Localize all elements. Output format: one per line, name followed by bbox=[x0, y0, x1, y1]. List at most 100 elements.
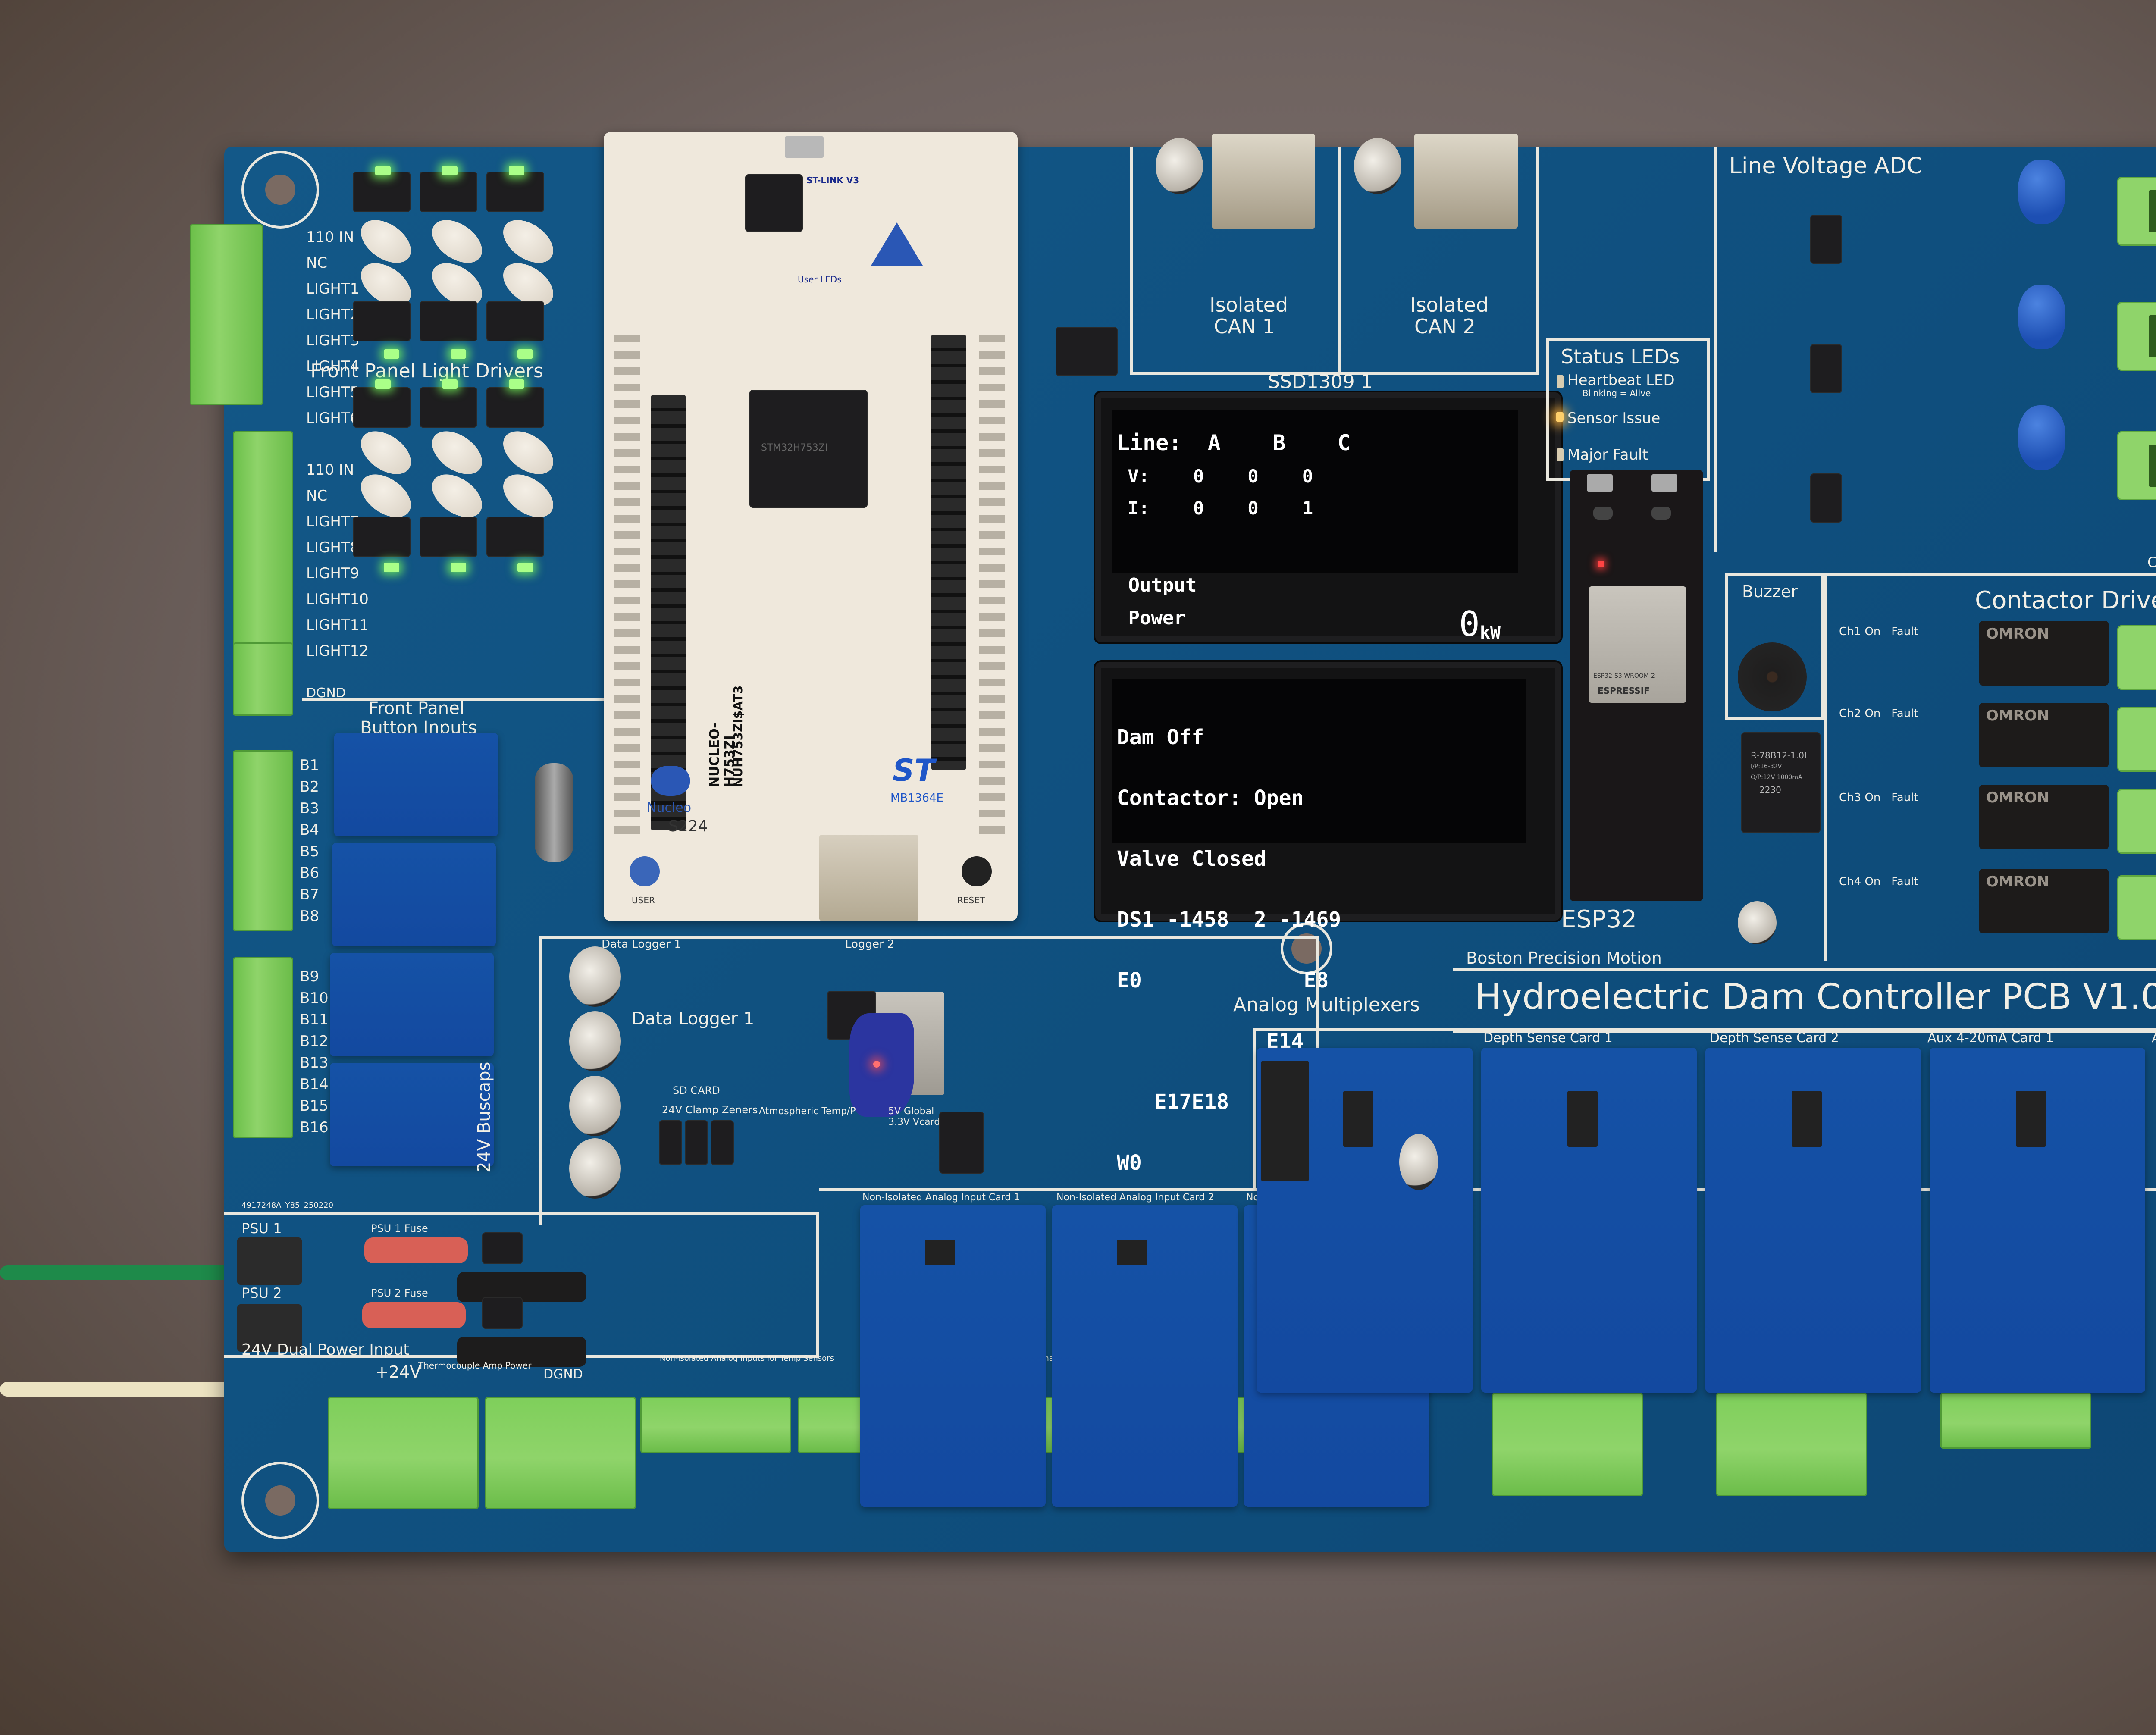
terminal-block-dgnd-bottom[interactable] bbox=[485, 1397, 636, 1509]
terminal-block-24v[interactable] bbox=[328, 1397, 479, 1509]
oled-2-line: E17E18 bbox=[1117, 1090, 1229, 1114]
optocoupler bbox=[487, 302, 543, 341]
ssd1309-label: SSD1309 1 bbox=[1268, 371, 1373, 393]
psu1-blade-fuse[interactable] bbox=[364, 1237, 468, 1263]
user-button[interactable] bbox=[630, 856, 660, 886]
psu1-connector[interactable] bbox=[237, 1237, 302, 1285]
button-input-module-2 bbox=[332, 843, 496, 946]
line-fuse-b[interactable] bbox=[2117, 302, 2156, 371]
zener-3 bbox=[711, 1121, 733, 1164]
oled-1-power-value: 0 bbox=[1459, 604, 1480, 644]
green-alligator-wire bbox=[0, 1265, 241, 1280]
line-fuse-c[interactable] bbox=[2117, 431, 2156, 500]
terminal-block-buttons-1[interactable] bbox=[233, 750, 293, 931]
psu2-blade-fuse[interactable] bbox=[362, 1302, 466, 1328]
optocoupler bbox=[487, 172, 543, 211]
can2-rj45-jack[interactable] bbox=[1414, 134, 1518, 229]
vglobal-label-2: 3.3V Vcard bbox=[888, 1117, 940, 1127]
terminal-block-lights-2[interactable] bbox=[233, 431, 293, 647]
relay-ch3: OMRON bbox=[1979, 785, 2109, 849]
zener-1 bbox=[660, 1121, 681, 1164]
analog-mux-label: Analog Multiplexers bbox=[1233, 994, 1420, 1016]
user-button-label: USER bbox=[632, 895, 655, 905]
esp32-usb-port[interactable] bbox=[1587, 474, 1613, 492]
analog-card-2-label: Non-Isolated Analog Input Card 2 bbox=[1056, 1192, 1214, 1203]
dgnd-bottom-label: DGND bbox=[543, 1367, 583, 1382]
analog-card-1-label: Non-Isolated Analog Input Card 1 bbox=[862, 1192, 1020, 1203]
terminal-block-ax4-6[interactable] bbox=[1940, 1393, 2091, 1449]
psu2-connector[interactable] bbox=[237, 1304, 302, 1352]
contactor-fuse-ch4[interactable] bbox=[2117, 875, 2156, 940]
optocoupler bbox=[354, 302, 410, 341]
button-inputs-title-1: Front Panel bbox=[369, 698, 464, 718]
light-led-l3 bbox=[509, 166, 524, 175]
vcard-regulator bbox=[940, 1112, 983, 1173]
plus24v-label: +24V bbox=[375, 1362, 421, 1381]
can1-label-2: CAN 1 bbox=[1214, 315, 1275, 338]
esp32-uart-port[interactable] bbox=[1651, 474, 1677, 492]
depth-card-capacitor bbox=[1399, 1134, 1438, 1190]
can2-label-2: CAN 2 bbox=[1414, 315, 1476, 338]
buzzer-label: Buzzer bbox=[1742, 582, 1798, 601]
regulator-in: I/P:16-32V bbox=[1751, 763, 1782, 770]
contactor-fuse-ch1[interactable] bbox=[2117, 625, 2156, 690]
oled-2-line: Contactor: Open bbox=[1117, 786, 1304, 810]
esp32-label: ESP32 bbox=[1561, 905, 1637, 933]
oled-2-line: DS1 -1458 2 -1469 bbox=[1117, 908, 1341, 932]
esp32-devkit: ESP32-S3-WROOM-2 ESPRESSIF bbox=[1570, 470, 1703, 901]
regulator-out: O/P:12V 1000mA bbox=[1751, 774, 1802, 781]
nucleo-header-right bbox=[931, 335, 966, 770]
mosfet bbox=[483, 1298, 522, 1328]
shunt-resistor-2 bbox=[457, 1337, 586, 1367]
optocoupler bbox=[354, 388, 410, 427]
terminal-block-ds4-6[interactable] bbox=[1492, 1393, 1643, 1496]
usb-port[interactable] bbox=[785, 136, 824, 158]
contactor-fuse-ch2[interactable] bbox=[2117, 707, 2156, 772]
regulator-model: R-78B12-1.0L bbox=[1751, 750, 1809, 761]
relay-ch4: OMRON bbox=[1979, 869, 2109, 933]
nucleo-pins-left bbox=[614, 335, 640, 839]
esp32-module: ESP32-S3-WROOM-2 ESPRESSIF bbox=[1589, 586, 1686, 703]
stm32-mcu bbox=[750, 391, 867, 507]
terminal-block-dgnd[interactable] bbox=[233, 642, 293, 716]
stlink-label: ST-LINK V3 bbox=[806, 175, 859, 185]
buscap-3 bbox=[569, 1076, 621, 1136]
depth-card-connector bbox=[1261, 1061, 1309, 1181]
oled-2-screen: Dam Off Contactor: Open Valve Closed DS1… bbox=[1112, 679, 1526, 1173]
contactor-fuse-ch3[interactable] bbox=[2117, 789, 2156, 854]
stlink-mcu bbox=[746, 175, 802, 231]
buzzer-border bbox=[1725, 573, 1824, 720]
can2-label-1: Isolated bbox=[1410, 293, 1489, 316]
light-led-l12 bbox=[384, 563, 399, 572]
light-led-l11 bbox=[451, 563, 466, 572]
board-id: MB1364E bbox=[890, 792, 943, 805]
adc-chip bbox=[1811, 216, 1841, 263]
can1-rj45-jack[interactable] bbox=[1212, 134, 1315, 229]
nucleo-board: ST-LINK V3 STM32H753ZI User LEDs NUCLEO-… bbox=[604, 132, 1018, 921]
terminal-block-lights-1[interactable] bbox=[190, 224, 263, 405]
vglobal-label-1: 5V Global bbox=[888, 1106, 934, 1117]
depth-sense-card-1 bbox=[1257, 1048, 1473, 1393]
analog-input-card-2 bbox=[1052, 1205, 1238, 1507]
oled-1-power-unit: kW bbox=[1479, 623, 1501, 643]
button-input-labels-2: B9 B10 B11 B12 B13 B14 B15 B16 bbox=[300, 968, 329, 1136]
button-input-module-3 bbox=[330, 953, 494, 1056]
nucleo-logo bbox=[651, 766, 690, 796]
terminal-block-ain-temp-1[interactable] bbox=[640, 1397, 791, 1453]
esp32-reset-button[interactable] bbox=[1593, 507, 1613, 520]
light-led-l10 bbox=[517, 563, 533, 572]
terminal-block-ax1-3[interactable] bbox=[1716, 1393, 1867, 1496]
esp32-vendor: ESPRESSIF bbox=[1598, 686, 1650, 696]
line-fuse-a[interactable] bbox=[2117, 177, 2156, 246]
reset-button[interactable] bbox=[962, 856, 992, 886]
pcb-board: 110 IN NC LIGHT1 LIGHT2 LIGHT3 LIGHT4 LI… bbox=[190, 132, 2156, 1552]
terminal-block-buttons-2[interactable] bbox=[233, 957, 293, 1138]
light-led-l2 bbox=[442, 166, 458, 175]
data-logger-2-small-label: Logger 2 bbox=[845, 938, 895, 951]
dgnd-label: DGND bbox=[306, 686, 346, 701]
esp32-boot-button[interactable] bbox=[1651, 507, 1671, 520]
relay-ch2: OMRON bbox=[1979, 703, 2109, 767]
psu2-fuse-label: PSU 2 Fuse bbox=[371, 1287, 428, 1299]
status-led-heartbeat bbox=[1557, 375, 1564, 388]
ethernet-jack[interactable] bbox=[819, 835, 918, 921]
